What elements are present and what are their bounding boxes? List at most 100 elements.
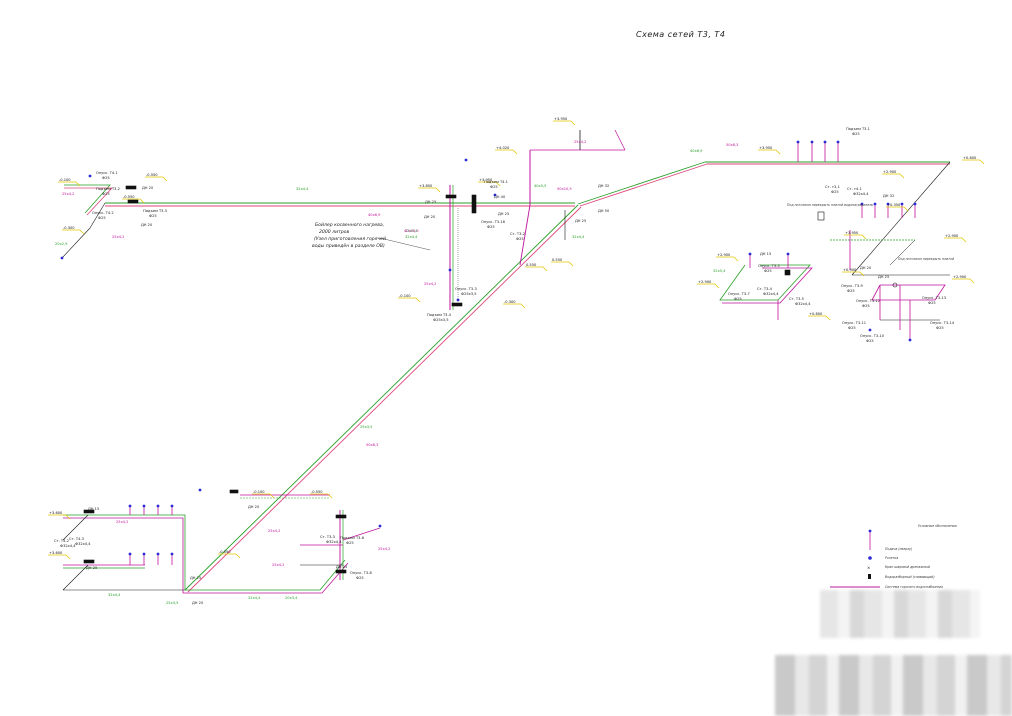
fixture-diameter: Ф25x3,5 [433,318,449,322]
fixture-diameter: Ф25 [102,192,110,196]
elevation-label: -0.050 [219,550,231,554]
pipe-center-drop [519,204,531,266]
elevation-marker: +3.950 [844,231,867,240]
elevation-label: +0.900 [843,268,857,272]
dn-label: ДН 25 [336,565,347,569]
elevation-label: -0.100 [59,178,71,182]
dn-label: ДН 25 [425,200,436,204]
fixture-name: Подъем Т3.2 [96,187,120,191]
elevation-marker: -0.550 [310,490,333,499]
pipe-top-branch-2 [614,129,626,151]
elevation-marker: -0.300 [503,300,526,309]
pipe-label-t4: 25x4,2 [268,529,280,533]
pipe-label-t3: 40x5,5 [534,184,546,188]
pipe-upper-right-t4 [579,163,708,207]
stamp-block-blurred [775,655,1012,716]
pipe-label-t3: 32x5,4 [713,269,726,273]
fixture-diameter: Ф25 [831,190,839,194]
pipe-left-stub-2 [64,187,113,216]
elevation-label: +2.900 [945,234,959,238]
pipe-label-t3: 32x4,4 [296,187,309,191]
pipe-label-t3: 40x6,9 [690,149,703,153]
fixture-diameter: Ф32x4,4 [853,192,869,196]
pipe-bottom-loop-t3 [63,514,346,591]
elevation-label: +3.950 [554,117,568,121]
pipe-right-branch-2 [889,239,916,266]
pipe-label-t4: 50x10,5 [557,187,572,191]
elevation-marker: -0.100 [58,178,81,187]
elevation-label: 0.550 [552,258,563,262]
elevation-label: +2.900 [883,170,897,174]
dn-label: ДН 25 [498,212,509,216]
fixture-diameter: Ф25 [356,576,364,580]
elevation-label: -0.300 [63,226,75,230]
elevation-marker: +2.900 [944,234,967,243]
fixture-diameter: Ф25 [936,326,944,330]
boiler-note-line-4: воды приведён в разделе ОВ) [312,243,385,249]
fixture-name: Опуск. Т3-10 [860,334,885,338]
pipe-label-t4: 25x4,2 [574,140,586,144]
elevation-marker: +0.600 [962,156,985,165]
pipe-left-branch-2 [61,227,91,259]
fixture-diameter: Ф25 [852,132,860,136]
fixture-name: Опуск. Т3-7 [728,292,750,296]
pipe-label-t4: 25x4,2 [62,192,74,196]
fixture-diameter: Ф25 [516,237,524,241]
dn-label: ДН 25 [878,275,889,279]
pipe-label-t3: 20x3,4 [285,596,298,600]
elevation-marker: -0.050 [218,550,241,559]
elevation-marker: -0.100 [252,490,275,499]
elevation-label: +3.950 [845,231,859,235]
elevation-label: -0.550 [123,195,135,199]
legend-item-1-label: Подача (сверху) [885,547,912,551]
elevation-label: +3.600 [49,511,63,515]
fixture-diameter: Ф32x4,4 [795,302,811,306]
dn-label: ДН 20 [248,505,260,509]
fixture-diameter: Ф25 [346,541,354,545]
room-note-2: Под потолком перекрыть плитой [898,257,954,261]
pipe-label-t4: 25x4,2 [424,282,436,286]
legend-item-3: ⨯ Кран шаровой дренажный [867,565,930,570]
fixture-diameter: Ф32x4,4 [763,292,779,296]
elevation-label: -0.100 [253,490,265,494]
legend-item-1: Подача (сверху) [868,529,912,551]
elevation-markers: +3.950+4.020+3.950+2.900+3.850+3.950+0.6… [48,117,985,560]
fixture-name: Опуск. Т4.2 [92,211,114,215]
elevation-label: -0.550 [146,173,158,177]
elevation-marker: +3.950 [478,178,501,187]
pipe-label-t4: 40x10,5 [404,229,419,233]
fixture-name: Ст. Т3-5 [789,297,804,301]
fixture-diameter: Ф25 [98,216,106,220]
pipe-label-t3: 32x4,4 [108,593,121,597]
elevation-label: -0.100 [399,294,411,298]
elevation-label: +3.950 [479,178,493,182]
boiler-note-line-3: (Узел приготовления горячей [314,236,386,242]
elevation-label: +3.600 [49,551,63,555]
fixture-name: Подъем Т4.1 [484,180,508,184]
tap-markers [60,140,917,556]
fixture-diameter: Ф25 [149,214,157,218]
dn-label: ДН 15 [760,252,771,256]
elevation-label: 0.550 [526,263,537,267]
elevation-label: +4.020 [496,146,510,150]
fixture-name: Ст. Т4-2 [54,539,69,543]
fixture-diameter: Ф25 [102,176,110,180]
elevation-marker: 0.550 [525,263,548,272]
fixture-diameter: Ф25 [490,185,498,189]
